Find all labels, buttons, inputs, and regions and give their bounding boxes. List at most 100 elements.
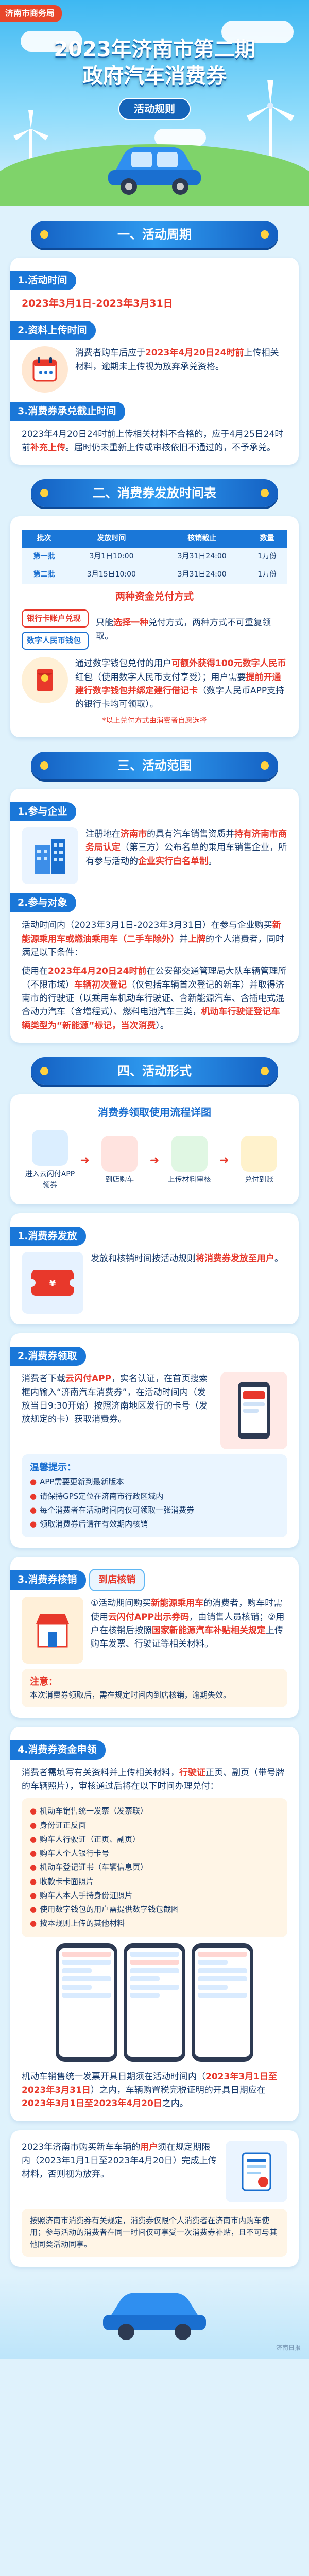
text-highlight: 机动车行驶证登记车辆类型为“新能源”标记，当次消费 xyxy=(22,1007,280,1031)
activity-time-label: 1.活动时间 xyxy=(10,271,77,291)
text-span: 。 xyxy=(208,856,217,867)
payment-mode-text: 只能选择一种兑付方式，两种方式不可重复领取。 xyxy=(96,616,287,643)
text-highlight: 上牌 xyxy=(188,934,205,944)
list-item-text: 每个消费者在活动时间内仅可领取一张消费券 xyxy=(40,1505,195,1515)
section-heading-period: 一、活动周期 xyxy=(31,221,278,248)
activity-time-card: 1.活动时间 2023年3月1日-2023年3月31日 2.资料上传时间 消费者… xyxy=(10,258,299,465)
upload-time-text: 消费者购车后应于2023年4月20日24时前上传相关材料，逾期未上传视为放弃承兑… xyxy=(75,346,287,374)
warning-text: 按照济南市消费券有关规定，消费券仅限个人消费者在济南市内购车使用；参与活动的消费… xyxy=(30,2215,278,2249)
text-highlight: 将消费券发放至用户 xyxy=(196,1253,274,1264)
attention-box: 注意： 本次消费券领取后，需在规定时间内到店核销，逾期失效。 xyxy=(22,1669,287,1708)
coin-icon xyxy=(241,1135,277,1172)
claim-card: 2.消费券领取 消费者下载云闪付APP，实名认证，在首页搜索框内输入“济南汽车消… xyxy=(10,1333,299,1548)
list-item: ●购车人行驶证（正页、副页） xyxy=(30,1834,141,1844)
upload-icon xyxy=(171,1135,208,1172)
warning-box: 按照济南市消费券有关规定，消费券仅限个人消费者在济南市内购车使用；参与活动的消费… xyxy=(22,2208,287,2257)
activity-time-value: 2023年3月1日-2023年3月31日 xyxy=(22,298,173,310)
text-span: 发放和核销时间按活动规则 xyxy=(91,1253,196,1264)
upload-time-row: 消费者购车后应于2023年4月20日24时前上传相关材料，逾期未上传视为放弃承兑… xyxy=(22,346,287,393)
bank-card-option: 银行卡账户兑现 xyxy=(22,609,89,628)
flow-step: 到店购车 xyxy=(91,1135,148,1186)
text-span: 。届时仍未重新上传或审核依旧不通过的，不予承兑。 xyxy=(65,443,276,453)
building-icon xyxy=(22,827,78,884)
document-icon xyxy=(226,2140,287,2202)
flow-card: 消费券领取使用流程详图 进入云闪付APP领券 ➜ 到店购车 ➜ 上传材料审核 ➜… xyxy=(10,1094,299,1204)
deadline-text: 2023年4月20日24时前上传相关材料不合格的，应于4月25日24时前补充上传… xyxy=(22,428,287,455)
flow-step: 兑付到账 xyxy=(231,1135,287,1186)
list-item-text: 机动车登记证书（车辆信息页） xyxy=(40,1862,148,1872)
coupon-icon: ¥ xyxy=(22,1251,83,1314)
attention-text: 本次消费券领取后，需在规定时间内到店核销，逾期失效。 xyxy=(30,1690,231,1700)
use-row: ①活动期间购买新能源乘用车的消费者，购车时需使用云闪付APP出示券码，由销售人员… xyxy=(22,1597,287,1664)
materials-list: ●机动车销售统一发票（发票联） ●身份证正反面 ●购车人行驶证（正页、副页） ●… xyxy=(30,1804,279,1930)
flow-step-label: 到店购车 xyxy=(105,1175,134,1184)
table-cell: 1万份 xyxy=(247,565,287,584)
text-span: 的消费者，购车时需使用 xyxy=(91,1598,283,1622)
rule-text: 2023年济南市购买新车车辆的用户须在规定期限内（2023年1月1日至2023年… xyxy=(22,2141,218,2181)
list-item-text: 机动车销售统一发票（发票联） xyxy=(40,1806,148,1816)
page-subtitle: 活动规则 xyxy=(118,98,191,120)
text-span: 兑付方式，两种方式不可重复领取。 xyxy=(96,617,271,642)
table-cell: 第二批 xyxy=(21,565,67,584)
issue-card: 1.消费券发放 ¥ 发放和核销时间按活动规则将消费券发放至用户。 xyxy=(10,1213,299,1324)
text-highlight: 车辆初次登记 xyxy=(74,979,127,990)
list-item-text: 购车人行驶证（正页、副页） xyxy=(40,1834,141,1844)
text-highlight: 2023年4月20日24时前 xyxy=(145,348,244,359)
ecny-wallet-option: 数字人民币钱包 xyxy=(22,632,89,650)
flow-diagram: 进入云闪付APP领券 ➜ 到店购车 ➜ 上传材料审核 ➜ 兑付到账 xyxy=(22,1127,287,1193)
hero-banner: 济南市商务局 2023年济南市第二期 政府汽车消费券 活动规则 xyxy=(0,0,309,206)
text-span: 2023年4月20日24时前上传相关材料不合格的，应于4月25日24时前 xyxy=(22,429,284,453)
list-item: ●身份证正反面 xyxy=(30,1820,87,1830)
table-cell: 3月1日10:00 xyxy=(66,548,157,566)
payment-note: *以上兑付方式由消费者自愿选择 xyxy=(102,716,207,725)
text-highlight: 2023年4月20日24时前 xyxy=(48,966,147,977)
materials-box: ●机动车销售统一发票（发票联） ●身份证正反面 ●购车人行驶证（正页、副页） ●… xyxy=(22,1798,287,1937)
mobile-app-icon xyxy=(220,1372,287,1450)
text-highlight: 新能源乘用车 xyxy=(151,1598,204,1609)
list-item-text: APP需要更新到最新版本 xyxy=(40,1477,124,1487)
company-row: 注册地在济南市的具有汽车销售资质并持有济南市商务局认定（第三方）公布名单的乘用车… xyxy=(22,827,287,884)
tip-title: 温馨提示： xyxy=(30,1462,76,1473)
arrow-right-icon: ➜ xyxy=(219,1154,229,1167)
object-label: 2.参与对象 xyxy=(10,893,77,913)
store-icon xyxy=(101,1135,138,1172)
payment-mode-title: 两种资金兑付方式 xyxy=(115,590,194,602)
ecny-row: 通过数字钱包兑付的用户可额外获得100元数字人民币红包（使用数字人民币支付享受）… xyxy=(22,657,287,711)
table-cell: 3月15日10:00 xyxy=(66,565,157,584)
company-text: 注册地在济南市的具有汽车销售资质并持有济南市商务局认定（第三方）公布名单的乘用车… xyxy=(85,827,287,868)
text-span: 在公安部交通管理局大队车辆管理所（不限市域） xyxy=(22,966,287,990)
text-span: 消费者下载 xyxy=(22,1374,65,1384)
text-span: ，由销售人员核销；②用户在核销后按照 xyxy=(91,1612,285,1636)
text-span: （数字人民币APP支持的银行卡均可领取）。 xyxy=(75,686,285,710)
list-item: ●收款卡卡面照片 xyxy=(30,1876,94,1886)
text-highlight: 提前开通建行数字钱包并绑定建行借记卡 xyxy=(75,672,281,697)
publisher-badge: 济南市商务局 xyxy=(0,5,62,22)
text-highlight: 济南市 xyxy=(121,828,147,839)
table-header-row: 批次 发放时间 核销截止 数量 xyxy=(21,530,287,549)
text-span: 机动车销售统一发票开具日期须在活动时间内（ xyxy=(22,2071,205,2082)
flow-title: 消费券领取使用流程详图 xyxy=(98,1106,211,1119)
section-heading-schedule: 二、消费券发放时间表 xyxy=(31,479,278,507)
rule-card: 2023年济南市购买新车车辆的用户须在规定期限内（2023年1月1日至2023年… xyxy=(10,2130,299,2267)
scope-card: 1.参与企业 注册地在济南市的具有汽车销售资质并持有济南市商务局认定（第三方） xyxy=(10,788,299,1043)
page: 济南市商务局 2023年济南市第二期 政府汽车消费券 活动规则 一、活动周期 1… xyxy=(0,0,309,2359)
section-heading-form: 四、活动形式 xyxy=(31,1057,278,1086)
phone-screenshot xyxy=(192,1943,253,2062)
text-span: 注册地在 xyxy=(85,828,121,839)
rule-row: 2023年济南市购买新车车辆的用户须在规定期限内（2023年1月1日至2023年… xyxy=(22,2140,287,2202)
text-highlight: 补充上传 xyxy=(30,443,65,453)
flow-step-label: 上传材料审核 xyxy=(167,1175,211,1184)
payment-mode-options: 银行卡账户兑现 数字人民币钱包 xyxy=(22,609,89,650)
list-item: ●机动车登记证书（车辆信息页） xyxy=(30,1862,148,1872)
table-row: 第一批 3月1日10:00 3月31日24:00 1万份 xyxy=(21,548,287,566)
phone-screenshot xyxy=(124,1943,185,2062)
text-span: 。 xyxy=(274,1253,283,1264)
text-span: （第三方）公布名单的乘用车销售企业，所有参与活动的 xyxy=(85,842,287,867)
issue-text: 发放和核销时间按活动规则将消费券发放至用户。 xyxy=(91,1252,283,1265)
text-span: 正页、副页（带号牌的车辆照片），审核通过后将在以下时间办理兑付： xyxy=(22,1767,284,1792)
text-span: 的具有汽车销售资质并 xyxy=(147,828,234,839)
text-span: ）之内，车辆购置税完税证明的开具日期应在 xyxy=(90,2085,266,2096)
arrow-right-icon: ➜ xyxy=(80,1154,90,1167)
text-span: 通过数字钱包兑付的用户 xyxy=(75,658,171,669)
list-item: ●领取消费券后请在有效期内核销 xyxy=(30,1519,148,1529)
